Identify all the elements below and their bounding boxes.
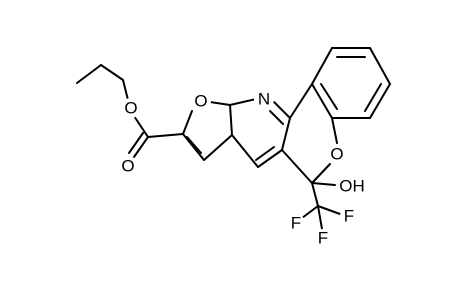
atom-fluorine-bottom: F (314, 229, 332, 248)
atom-furan-oxygen: O (191, 91, 211, 111)
atom-ring-nitrogen: N (254, 89, 274, 109)
chromene-oxygen-label: O (330, 145, 343, 164)
bond-ch2-o (122, 79, 129, 101)
bond-o-carbonyl (133, 115, 149, 138)
ester-oxygen-single-label: O (124, 99, 137, 118)
bond-furan-c3-c2-inner (186, 136, 202, 154)
bond-cf3-f-right (317, 205, 341, 215)
bond-benz-d-inner (364, 83, 382, 112)
atom-ester-oxygen-single: O (121, 98, 141, 118)
ring-nitrogen-label: N (258, 90, 270, 109)
atom-fluorine-right: F (340, 207, 358, 226)
bond-furan-c3-c2 (182, 133, 205, 161)
bond-pyr-c7a-n (229, 98, 257, 106)
bond-benz-a (311, 47, 333, 85)
bond-benz-f-inner (320, 83, 338, 110)
bond-ethyl-ch3 (76, 64, 102, 84)
atom-fluorine-left: F (287, 214, 305, 233)
bond-ester-to-furan (147, 133, 184, 138)
bond-furan-o-c7a (209, 101, 231, 106)
bond-c6-cf3 (311, 182, 319, 207)
bond-benz-d (369, 83, 391, 119)
bond-ethyl-ch2 (100, 64, 124, 81)
bond-chrom-o-c6 (311, 163, 331, 184)
bond-chrom-c6-c (281, 149, 313, 184)
atom-hydroxyl: OH (339, 176, 367, 196)
bond-furan-c7a-c3a (229, 104, 233, 136)
atom-label-layer: O O O N O OH F (118, 89, 367, 248)
bond-benz-link (289, 83, 313, 119)
fluorine-bottom-label: F (318, 229, 328, 248)
bond-carbonyl-double-b (128, 132, 144, 154)
ester-oxygen-carbonyl-label: O (121, 157, 134, 176)
furan-oxygen-label: O (194, 92, 207, 111)
bond-c6-oh (311, 182, 336, 186)
fluorine-right-label: F (344, 207, 354, 226)
bond-pyr-ch-c3a (231, 134, 259, 168)
bond-pyr-n-c-inner (269, 110, 284, 125)
bond-layer (76, 47, 391, 230)
bond-pyr-n-c (273, 101, 291, 119)
atom-ester-oxygen-carbonyl: O (118, 156, 138, 176)
bond-chrom-c-o (331, 117, 338, 144)
fluorine-left-label: F (291, 214, 301, 233)
bond-pyr-c-ch-inner (255, 146, 275, 161)
bond-furan-c2-o (182, 110, 193, 135)
bond-cf3-f-left (301, 205, 319, 219)
bond-furan-c3a-c3 (203, 134, 233, 161)
bond-carbonyl-double-a (133, 136, 149, 158)
bond-pyr-c-c (281, 117, 291, 151)
bond-benz-f (311, 83, 333, 119)
bond-pyr-c-ch (257, 149, 283, 168)
bond-cf3-f-bottom (317, 205, 323, 230)
hydroxyl-label: OH (339, 177, 365, 196)
atom-chromene-oxygen: O (327, 144, 347, 164)
bond-benz-c (369, 47, 391, 85)
